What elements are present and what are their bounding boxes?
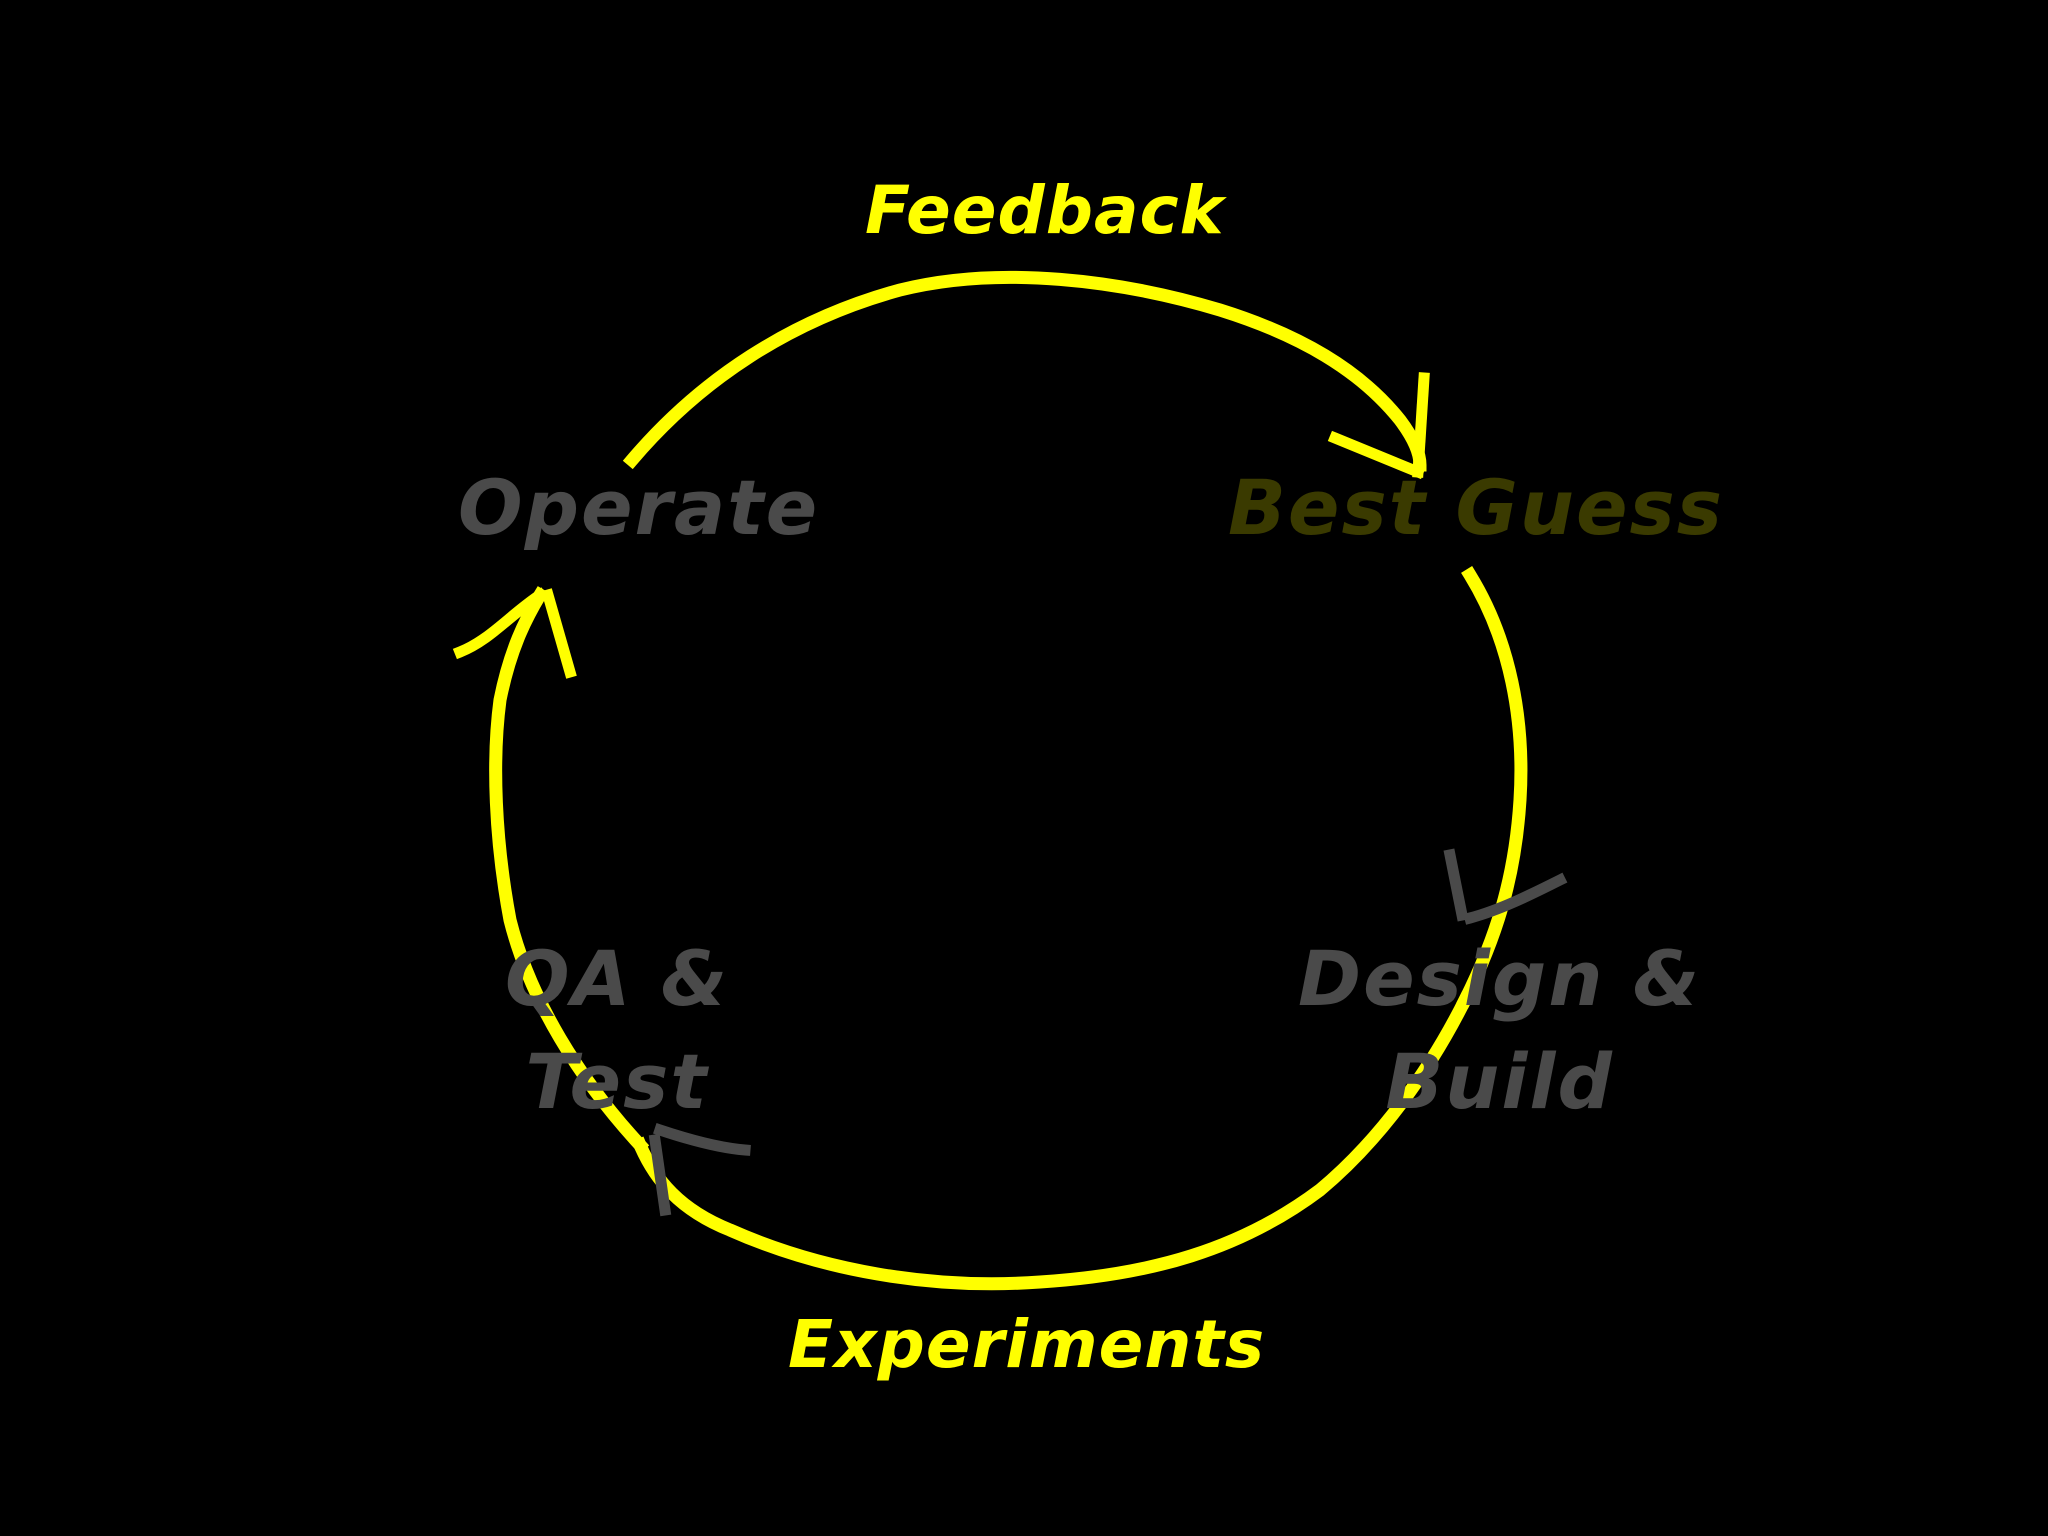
loop-arc-top [622, 270, 1427, 472]
arrowhead-down-icon [1443, 848, 1568, 925]
stage-design-build: Design & Build [1298, 928, 1701, 1133]
stage-design-build-line1: Design & [1298, 934, 1702, 1023]
stage-qa-test-line1: QA & [505, 934, 730, 1023]
arrowhead-left-icon [648, 1123, 751, 1217]
experiments-label: Experiments [788, 1306, 1266, 1383]
arrowhead-down-right-icon [1327, 372, 1430, 480]
loop-arc-right [1456, 566, 1528, 1009]
arrowhead-up-icon [452, 587, 577, 679]
stage-operate: Operate [458, 463, 820, 552]
stage-qa-test-line2: Test [525, 1036, 709, 1126]
loop-arc-bottom [631, 991, 1474, 1291]
stage-qa-test: QA & Test [505, 928, 729, 1133]
feedback-label: Feedback [865, 172, 1225, 249]
stage-design-build-line2: Build [1385, 1036, 1614, 1126]
stage-best-guess: Best Guess [1228, 463, 1725, 552]
loop-arc-left [489, 586, 650, 1155]
